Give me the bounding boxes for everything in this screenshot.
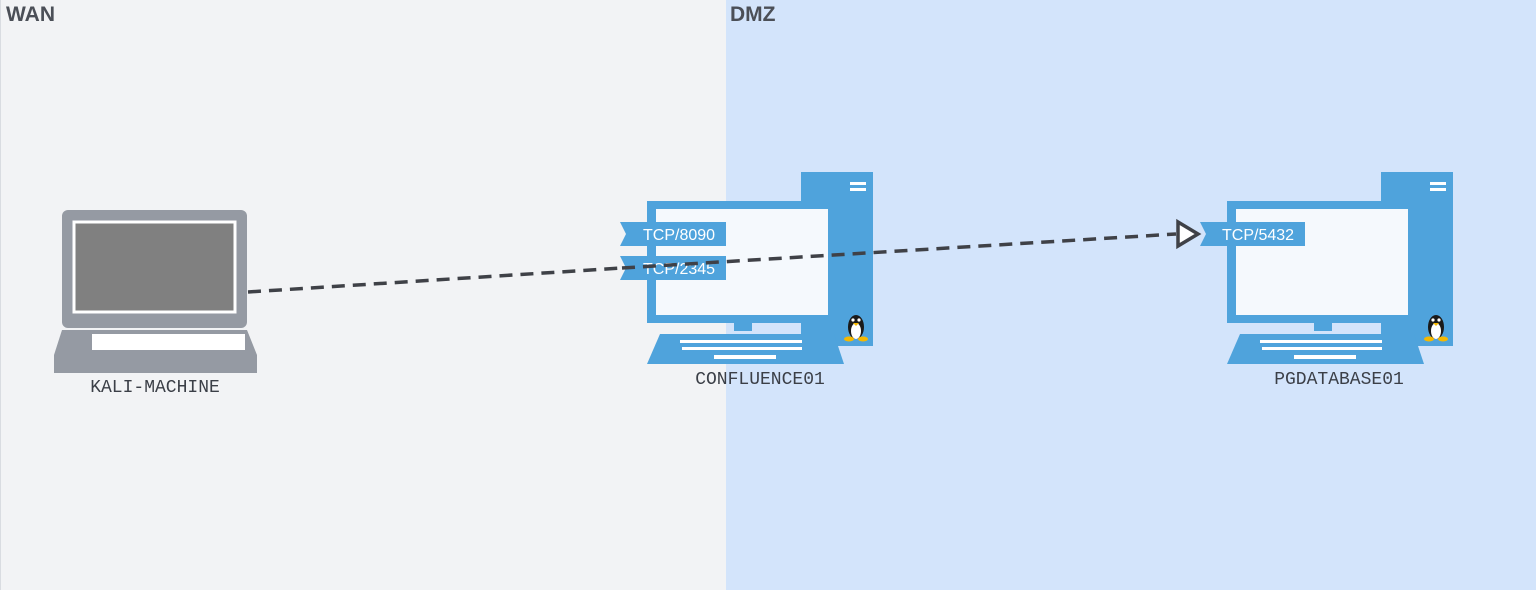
port-tcp-5432[interactable]: TCP/5432 bbox=[1200, 222, 1305, 246]
port-tcp-2345[interactable]: TCP/2345 bbox=[620, 256, 726, 280]
dmz-zone-title: DMZ bbox=[730, 3, 776, 26]
connection-kali-to-confluence[interactable] bbox=[247, 266, 623, 294]
laptop-icon bbox=[54, 210, 257, 373]
linux-icon bbox=[844, 315, 868, 342]
kali-machine-label: KALI-MACHINE bbox=[90, 378, 220, 398]
pgdatabase01-label: PGDATABASE01 bbox=[1274, 370, 1404, 390]
linux-workstation-icon bbox=[1227, 172, 1453, 364]
connection-confluence-to-pgdatabase[interactable] bbox=[621, 232, 1177, 270]
port-tcp-8090[interactable]: TCP/8090 bbox=[620, 222, 726, 246]
confluence01-node[interactable]: TCP/8090 TCP/2345 CONFLUENCE01 bbox=[620, 172, 873, 390]
wan-zone-title: WAN bbox=[6, 3, 55, 26]
port-label: TCP/8090 bbox=[643, 227, 715, 244]
confluence01-label: CONFLUENCE01 bbox=[695, 370, 825, 390]
linux-icon bbox=[1424, 315, 1448, 342]
port-label: TCP/5432 bbox=[1222, 227, 1294, 244]
port-label: TCP/2345 bbox=[643, 261, 715, 278]
arrowhead-icon bbox=[1176, 218, 1202, 250]
pgdatabase01-node[interactable]: TCP/5432 PGDATABASE01 bbox=[1200, 172, 1453, 390]
kali-machine-node[interactable]: KALI-MACHINE bbox=[54, 210, 257, 398]
